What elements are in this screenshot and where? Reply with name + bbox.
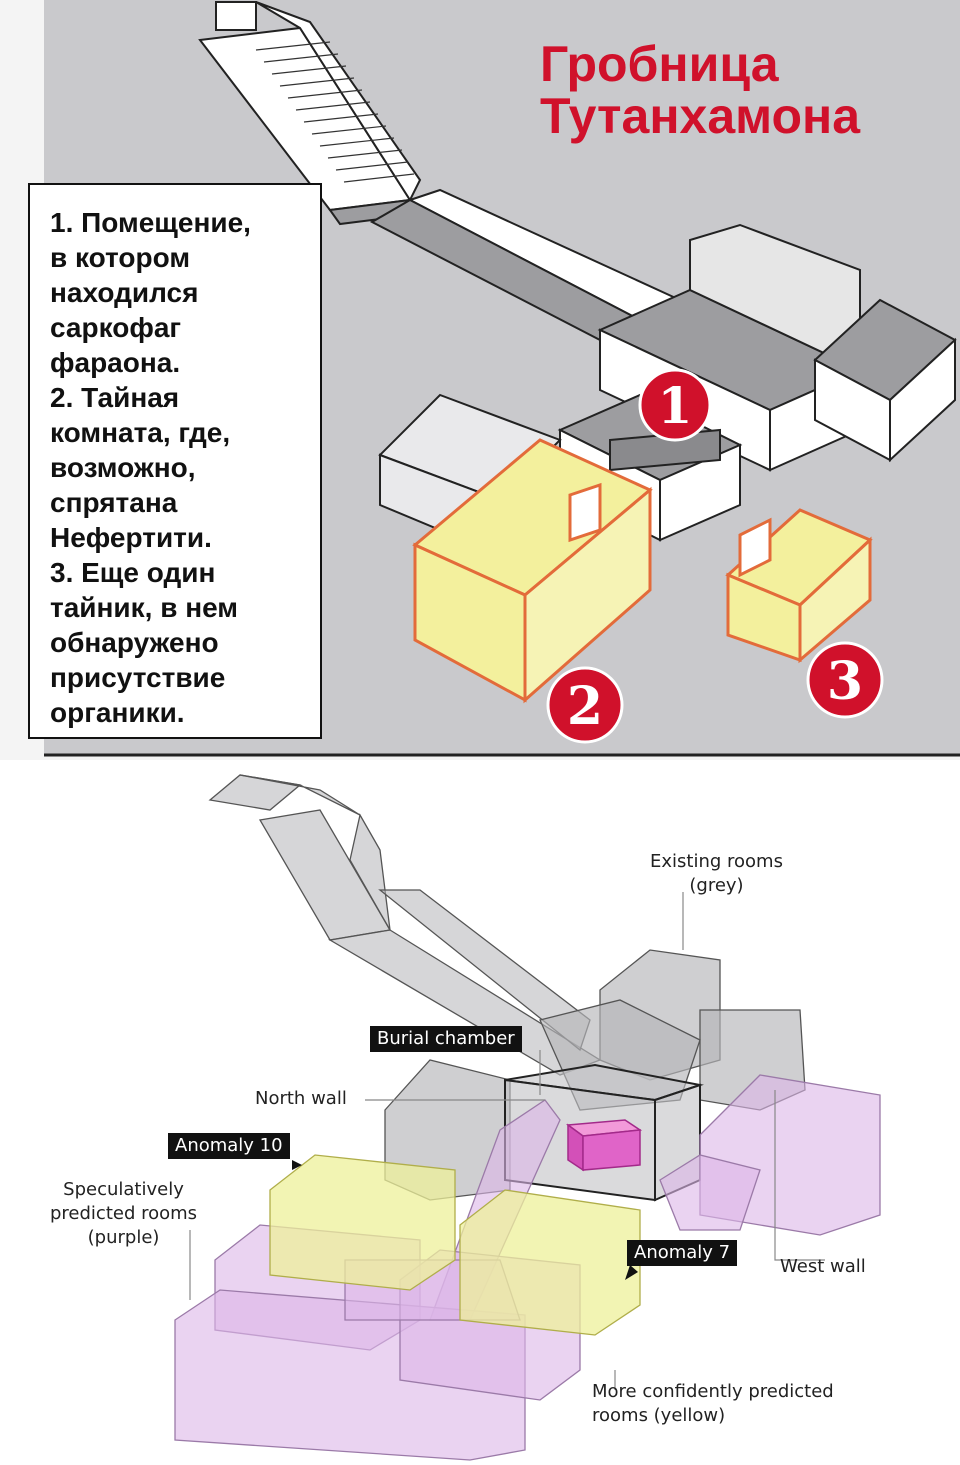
hidden-room-3 — [725, 508, 873, 664]
anomaly-7-pointer — [625, 1265, 638, 1280]
page-title: Гробница Тутанхамона — [540, 38, 860, 142]
marker-3: 3 — [806, 641, 884, 719]
label-north-wall: North wall — [255, 1088, 347, 1109]
top-panel: 1 2 3 Гробница Тутанхамона 1. Помещение,… — [0, 0, 960, 760]
bottom-stairs — [208, 774, 602, 1076]
svg-text:3: 3 — [827, 651, 863, 712]
tag-anomaly-7: Anomaly 7 — [627, 1240, 738, 1266]
label-speculative-rooms: Speculatively predicted rooms (purple) — [50, 1179, 198, 1248]
top-tomb-drawing: 1 2 3 — [0, 0, 960, 760]
title-line-2: Тутанхамона — [540, 88, 861, 144]
svg-text:1: 1 — [658, 376, 693, 435]
label-confident-rooms: More confidently predicted rooms (yellow… — [592, 1381, 834, 1426]
tag-anomaly-10: Anomaly 10 — [168, 1133, 290, 1159]
annex-room — [813, 298, 957, 463]
leader-lines — [189, 892, 825, 1390]
label-west-wall: West wall — [780, 1256, 866, 1277]
legend-box: 1. Помещение, в котором находился саркоф… — [28, 183, 322, 739]
sarcophagus — [565, 1119, 643, 1172]
confident-rooms — [269, 1154, 641, 1336]
anomaly-10-pointer — [292, 1160, 302, 1170]
legend-item-2: 2. Тайная комната, где, возможно, спрята… — [50, 382, 231, 553]
bottom-tomb-drawing — [0, 760, 960, 1465]
marker-1: 1 — [638, 368, 712, 442]
svg-text:2: 2 — [567, 676, 603, 737]
tag-burial-chamber: Burial chamber — [370, 1026, 522, 1052]
legend-item-1: 1. Помещение, в котором находился саркоф… — [50, 207, 251, 378]
label-existing-rooms: Existing rooms (grey) — [650, 851, 783, 896]
legend-item-3: 3. Еще один тайник, в нем обнаружено при… — [50, 557, 239, 728]
title-line-1: Гробница — [540, 36, 779, 92]
marker-2: 2 — [546, 666, 624, 744]
bottom-panel: Existing rooms (grey) Burial chamber Nor… — [0, 760, 960, 1465]
hidden-room-2 — [412, 438, 653, 704]
